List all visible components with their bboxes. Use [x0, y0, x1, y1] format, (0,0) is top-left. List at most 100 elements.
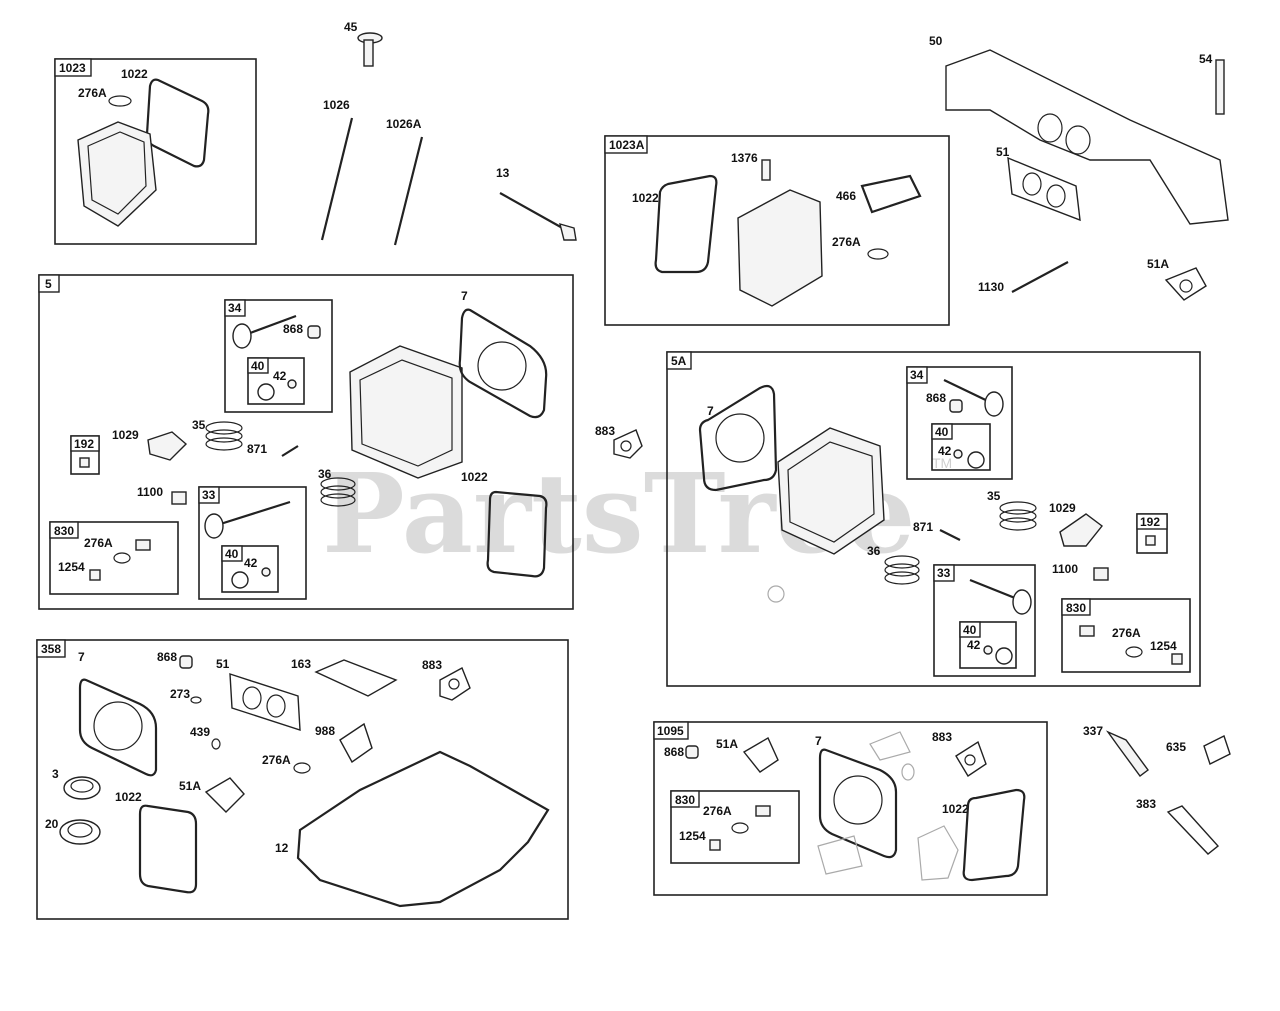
group-1023A[interactable]: 1023A 1022 1376 466 276A [604, 135, 950, 326]
part-337[interactable]: 337 [1083, 724, 1149, 777]
group-5[interactable]: 5 7 868 42 1029 35 871 36 1022 1100 276A… [38, 274, 574, 610]
gasket-883-shape [613, 429, 643, 459]
label-868: 868 [283, 322, 303, 336]
stud-830-shape [135, 539, 151, 551]
seal-868-shape [949, 399, 963, 413]
washer-276A-shape [293, 762, 311, 774]
part-383[interactable]: 383 [1136, 797, 1220, 855]
label-1100: 1100 [137, 485, 163, 499]
valve-33-head [1012, 589, 1032, 615]
group-5-frame [38, 274, 574, 610]
gasket-51-hole-1 [242, 686, 262, 710]
group-1023A-tag [604, 135, 648, 154]
bolt-1376-shape [761, 159, 771, 181]
group-1095[interactable]: 1095 868 51A 7 883 276A 1022 1254 830 [653, 721, 1048, 896]
part-1130[interactable]: 1130 [978, 261, 1069, 294]
spring-35-coil [999, 517, 1037, 531]
label-871: 871 [913, 520, 933, 534]
washer-276A-shape [731, 822, 749, 834]
part-1026[interactable]: 1026 [320, 98, 354, 241]
subgroup-33-id: 33 [202, 488, 216, 502]
gasket-1022-shape [654, 174, 718, 274]
label-337: 337 [1083, 724, 1103, 738]
valve-33-stem [213, 500, 291, 528]
label-51A: 51A [1147, 257, 1169, 271]
subgroup-40b-tag [221, 545, 243, 562]
stud-830-shape [1079, 625, 1095, 637]
seal-3-inner [70, 779, 94, 793]
subgroup-33-tag [198, 486, 220, 504]
part-273-shape [190, 696, 202, 704]
subgroup-830-frame [1061, 598, 1191, 673]
part-51[interactable]: 51 [996, 145, 1081, 222]
spring-35-coil [205, 421, 243, 435]
bolt-13-head [559, 222, 577, 241]
group-5A[interactable]: 5A 7 868 42 35 1029 871 36 1100 42 276A … [666, 351, 1201, 687]
gasket-51A-shape [1164, 267, 1207, 301]
label-868: 868 [664, 745, 684, 759]
group-5A-tag [666, 351, 692, 370]
subgroup-40b-id: 40 [225, 547, 239, 561]
gasket-883-hole [448, 678, 460, 690]
subgroup-34-frame [906, 366, 1013, 480]
part-45[interactable]: 45 [344, 20, 383, 67]
label-1026A: 1026A [386, 117, 422, 131]
part-50[interactable]: 50 [929, 34, 1229, 225]
valve-cover-shape [737, 189, 823, 307]
subgroup-40-tag [247, 357, 269, 374]
spring-36-coil [884, 563, 920, 577]
gasket-51A-shape [742, 737, 779, 773]
label-1022: 1022 [121, 67, 148, 81]
label-36: 36 [318, 467, 332, 481]
group-358[interactable]: 358 7 868 51 163 883 273 988 439 276A 3 … [36, 639, 569, 920]
retainer-40b-shape [231, 571, 249, 589]
part-883[interactable]: 883 [595, 424, 643, 459]
retainer-40-shape [967, 451, 985, 469]
faint-gasket-1 [869, 731, 911, 761]
part-51A[interactable]: 51A [1147, 257, 1207, 301]
gasket-51-hole-1 [1022, 172, 1042, 196]
label-1130: 1130 [978, 280, 1004, 294]
nut-192-shape [79, 457, 90, 468]
label-163: 163 [291, 657, 311, 671]
group-1023[interactable]: 1023 1022 276A [54, 58, 257, 245]
label-42b: 42 [967, 638, 981, 652]
rocker-1029-shape [1059, 513, 1103, 547]
label-20: 20 [45, 817, 59, 831]
bolt-13-shape [499, 192, 567, 231]
spring-35-shape [205, 421, 243, 451]
spring-36-coil [884, 555, 920, 569]
manifold-50-shape [945, 49, 1229, 225]
spring-35-coil [999, 501, 1037, 515]
bolt-1254-shape [89, 569, 101, 581]
part-1026A[interactable]: 1026A [386, 117, 424, 246]
subgroup-830-frame [49, 521, 179, 595]
group-1023A-frame [604, 135, 950, 326]
subgroup-34-id: 34 [228, 301, 242, 315]
gasket-1022-shape [145, 78, 210, 168]
gasket-51-hole-2 [1046, 184, 1066, 208]
bolt-1254-shape [1171, 653, 1183, 665]
part-635[interactable]: 635 [1166, 735, 1231, 765]
label-883: 883 [595, 424, 615, 438]
subgroup-830-id: 830 [675, 793, 695, 807]
subgroup-830-frame [670, 790, 800, 864]
part-13[interactable]: 13 [496, 166, 577, 241]
label-51A: 51A [179, 779, 201, 793]
label-1022: 1022 [942, 802, 969, 816]
tube-1130-shape [1011, 261, 1069, 293]
faint-gasket-2 [817, 835, 863, 875]
label-1029: 1029 [1049, 501, 1076, 515]
group-5-tag [38, 274, 60, 293]
group-1023A-id: 1023A [609, 138, 645, 152]
gasket-163-shape [314, 659, 398, 697]
gasket-883-shape [955, 740, 987, 777]
part-45-stem [363, 39, 374, 67]
part-54[interactable]: 54 [1199, 52, 1225, 115]
gasket-51-hole-2 [266, 694, 286, 718]
group-358-frame [36, 639, 569, 920]
subgroup-830-id: 830 [1066, 601, 1086, 615]
pushrod-1026A-shape [393, 136, 424, 246]
subgroup-40-id: 40 [251, 359, 265, 373]
bolt-54-shape [1215, 59, 1225, 115]
